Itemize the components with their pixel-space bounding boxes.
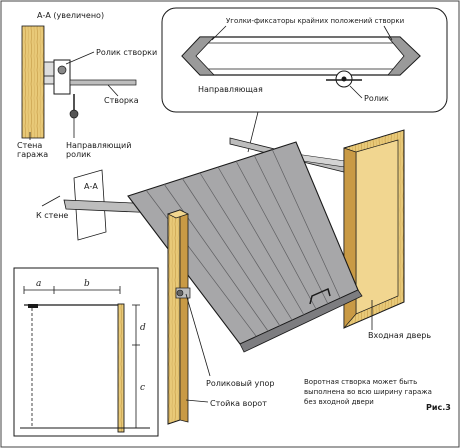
label-guide: Направляющая — [198, 85, 263, 94]
label-guide-roller-2: ролик — [66, 150, 91, 159]
dimension-inset: a b d c — [13, 267, 159, 437]
dim-a: a — [36, 279, 41, 289]
figure-label: Рис.3 — [426, 403, 451, 412]
label-corner-locks: Уголки-фиксаторы крайних положений створ… — [226, 17, 404, 25]
guide-roller — [69, 109, 79, 119]
label-guide-roller-1: Направляющий — [66, 141, 131, 150]
label-roller: Ролик — [364, 94, 389, 103]
note-line-3: без входной двери — [304, 398, 374, 406]
label-roller-stop: Роликовый упор — [206, 379, 274, 388]
label-roller-sash: Ролик створки — [96, 48, 157, 57]
sash-arm — [69, 79, 137, 86]
dim-c: c — [140, 383, 145, 393]
gate-post — [167, 209, 191, 425]
section-tag: А-А — [84, 182, 98, 191]
wall-beam — [21, 25, 45, 139]
gate-panel — [127, 141, 363, 353]
entrance-door: Входная дверь — [343, 129, 431, 340]
note-line-2: выполнена во всю ширину гаража — [304, 388, 432, 396]
gate-handle — [309, 287, 331, 305]
section-title: А-А (увеличено) — [37, 11, 104, 20]
label-sash: Створка — [104, 96, 139, 105]
label-to-wall: К стене — [36, 211, 68, 220]
guide-rail-callout: Уголки-фиксаторы крайних положений створ… — [161, 7, 448, 153]
corner-lock-left — [181, 36, 215, 76]
label-garage-wall-1: Стена — [17, 141, 42, 150]
sash-roller — [57, 65, 67, 75]
label-garage-wall-2: гаража — [17, 150, 48, 159]
note-line-1: Воротная створка может быть — [304, 378, 417, 386]
dim-b: b — [84, 279, 90, 289]
guide-channel — [53, 59, 71, 95]
dim-d: d — [140, 323, 146, 333]
section-a-a: А-А (увеличено) Ролик створки Створка Ст… — [17, 11, 157, 159]
inset-frame — [13, 267, 159, 437]
corner-lock-right — [387, 36, 421, 76]
bracket-plate — [43, 61, 55, 85]
label-gate-post: Стойка ворот — [210, 399, 267, 408]
label-entrance-door: Входная дверь — [368, 331, 431, 340]
